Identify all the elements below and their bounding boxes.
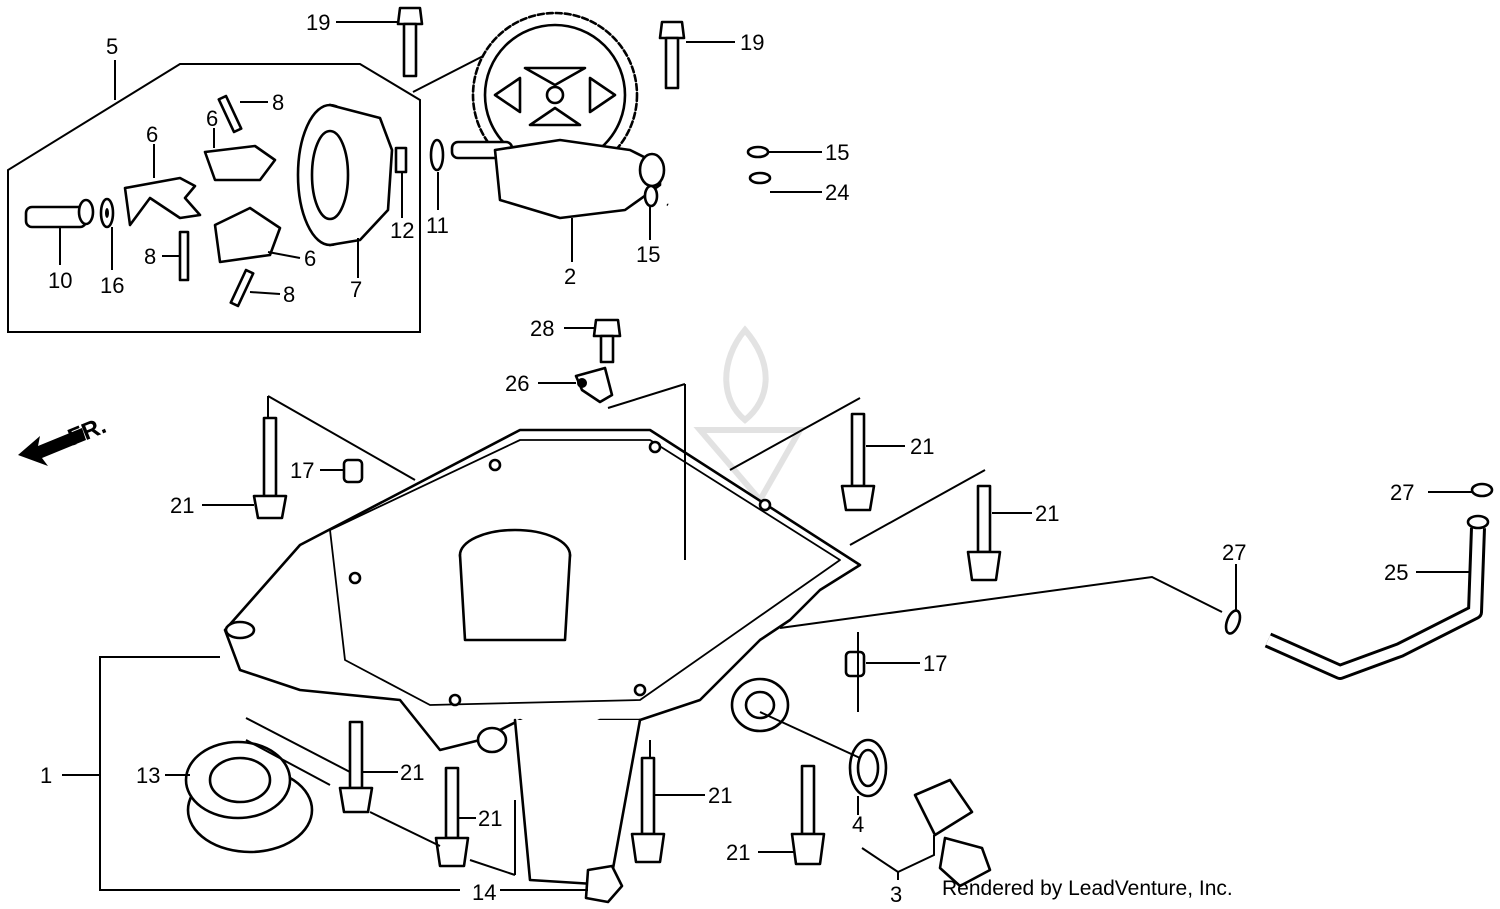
front-direction-label: FR.	[64, 412, 110, 452]
callout-8b: 8	[144, 244, 156, 269]
crankcase-cover-1	[223, 428, 862, 887]
o-ring-15-top	[746, 145, 770, 159]
pin-8a	[217, 94, 243, 134]
front-direction-arrow	[18, 428, 86, 466]
washer-11	[429, 138, 445, 172]
governor-assembly-group	[7, 60, 445, 333]
callout-6c: 6	[304, 246, 316, 271]
flange-bolt-21b	[840, 412, 876, 512]
callout-26: 26	[505, 371, 529, 396]
o-ring-15	[643, 184, 659, 208]
governor-shaft-10	[24, 198, 95, 229]
callout-27a: 27	[1390, 480, 1414, 505]
dowel-pin-17b	[844, 650, 866, 678]
governor-weight-6a	[123, 176, 202, 227]
callout-11: 11	[426, 213, 449, 238]
callout-17b: 17	[923, 651, 947, 676]
flange-bolt-21c	[966, 484, 1002, 582]
callout-16: 16	[100, 273, 124, 298]
callout-12: 12	[390, 218, 414, 243]
pin-8b	[178, 230, 190, 282]
nut-14	[584, 864, 624, 904]
callout-7: 7	[350, 277, 362, 302]
clamp-26	[574, 366, 614, 404]
callout-19a: 19	[306, 10, 330, 35]
drain-plug-3	[913, 778, 992, 888]
callout-21d: 21	[400, 760, 424, 785]
callout-8a: 8	[272, 90, 284, 115]
callout-6a: 6	[146, 122, 158, 147]
callout-19b: 19	[740, 30, 764, 55]
oil-seal-13	[184, 740, 314, 854]
bolt-19a	[396, 6, 424, 78]
flange-bolt-21d	[338, 720, 374, 814]
governor-holder-7	[296, 103, 394, 247]
callout-5: 5	[106, 34, 118, 59]
callout-13: 13	[136, 763, 160, 788]
oil-pipe-25	[1264, 514, 1490, 680]
callout-8c: 8	[283, 282, 295, 307]
flange-bolt-21a	[252, 416, 288, 520]
callout-3: 3	[890, 882, 902, 907]
callout-21a: 21	[170, 493, 194, 518]
oil-pump-body-2	[493, 138, 662, 220]
callout-28: 28	[530, 316, 554, 341]
bolt-19b	[658, 20, 686, 90]
callout-21e: 21	[478, 806, 502, 831]
o-ring-27a	[1470, 482, 1494, 498]
leader-lines	[59, 21, 1472, 891]
callout-15b: 15	[825, 140, 849, 165]
dowel-pin-17a	[342, 458, 364, 484]
o-ring-27b	[1224, 609, 1242, 635]
bolt-28	[592, 318, 622, 364]
governor-weight-6b	[203, 144, 277, 182]
callout-21c: 21	[1035, 501, 1059, 526]
watermark-logo	[693, 325, 806, 506]
callout-14: 14	[472, 880, 496, 905]
callout-15a: 15	[636, 242, 660, 267]
spring-12	[394, 146, 408, 174]
pin-8c	[229, 268, 255, 308]
callout-17a: 17	[290, 458, 314, 483]
callout-10: 10	[48, 268, 72, 293]
callout-4: 4	[852, 812, 864, 837]
callout-2: 2	[564, 264, 576, 289]
governor-group-outline	[7, 63, 421, 333]
callout-1: 1	[40, 763, 52, 788]
flange-bolt-21f	[630, 756, 666, 864]
governor-weight-6c	[213, 206, 282, 264]
callout-21b: 21	[910, 434, 934, 459]
flange-bolt-21e	[434, 766, 470, 868]
callout-24: 24	[825, 180, 849, 205]
flange-bolt-21g	[790, 764, 826, 866]
callout-21f: 21	[708, 783, 732, 808]
callout-27b: 27	[1222, 540, 1246, 565]
callout-21g: 21	[726, 840, 750, 865]
callout-25: 25	[1384, 560, 1408, 585]
render-credit: Rendered by LeadVenture, Inc.	[942, 877, 1233, 900]
callout-6b: 6	[206, 106, 218, 131]
oil-pump-group	[412, 11, 772, 255]
